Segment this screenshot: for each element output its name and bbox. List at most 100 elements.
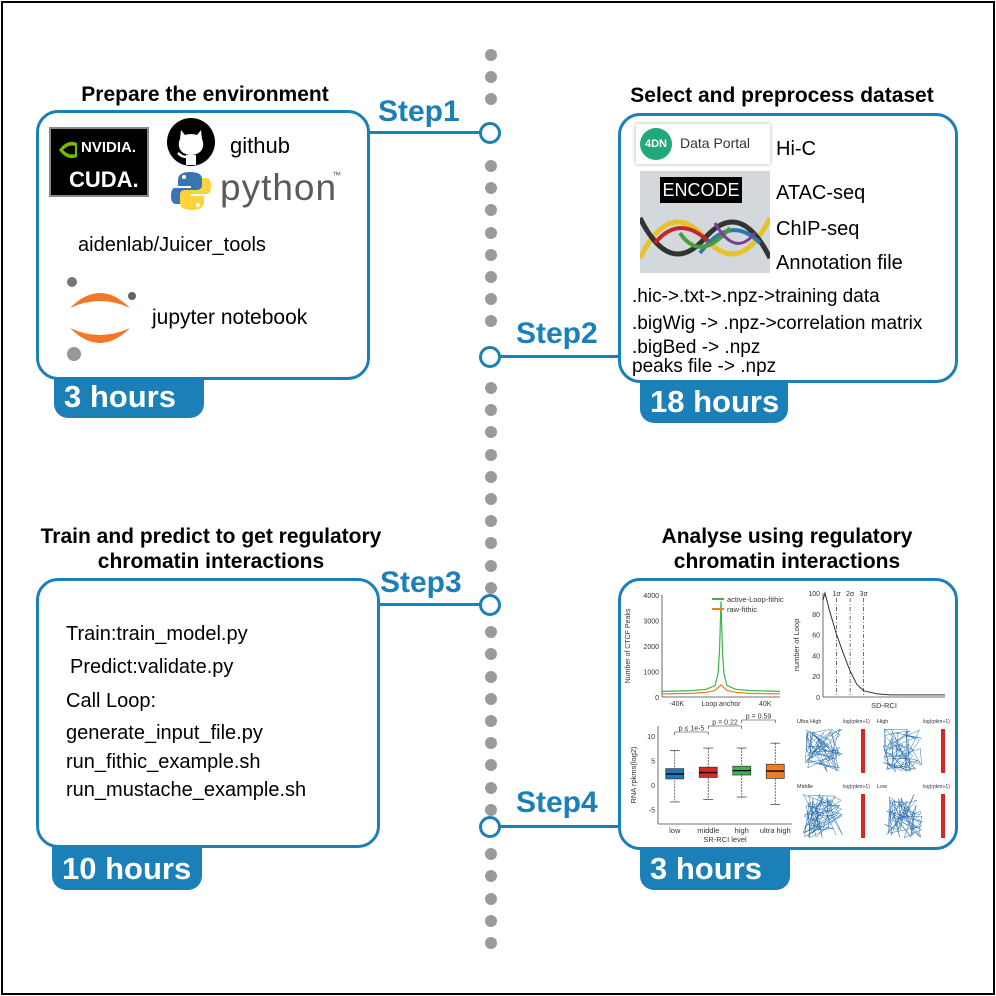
step3-label: Step3	[380, 566, 462, 599]
y-axis-label: RNA rpkms(log2)	[629, 746, 638, 804]
sigma-label: 1σ	[832, 591, 841, 598]
panel-title: Middle	[797, 784, 813, 790]
network-panels: Ultra High log(rpkm+1) High log(rpkm+1) Midd…	[795, 715, 955, 845]
jupyter-icon	[67, 277, 136, 361]
x-tick-label: middle	[697, 826, 719, 835]
step3-box	[36, 578, 380, 848]
nvidia-text: NVIDIA.	[81, 139, 137, 156]
x-tick-label: ultra high	[760, 826, 791, 835]
p-value-label: p = 0.59	[746, 714, 772, 721]
timeline-dot	[485, 404, 497, 417]
timeline-dot	[485, 382, 497, 394]
timeline-dot	[485, 160, 497, 172]
timeline-dot	[485, 182, 497, 195]
cmd-mustache: run_mustache_example.sh	[66, 779, 307, 801]
timeline-dot	[485, 315, 497, 328]
chromatin-network	[884, 793, 924, 839]
colorbar-label: log(rpkm+1)	[843, 719, 870, 725]
timeline-dot	[485, 470, 497, 483]
timeline-dot	[485, 715, 497, 727]
timeline-dot	[485, 914, 497, 927]
timeline-dot	[485, 515, 497, 528]
colorbar	[941, 729, 945, 773]
atac-seq-label: ATAC-seq	[776, 182, 866, 204]
cmd-fithic: run_fithic_example.sh	[66, 751, 261, 773]
step1-node	[479, 122, 501, 144]
x-axis-label: SR-RCI level	[703, 835, 747, 844]
timeline-dot	[485, 293, 497, 306]
pipeline-peaks: peaks file -> .npz	[632, 356, 777, 377]
encode-logo: ENCODE	[640, 171, 770, 273]
colorbar-label: log(rpkm+1)	[843, 784, 870, 790]
step1-connector	[370, 131, 484, 134]
series-line-active-loop-fithic	[661, 601, 781, 692]
panel-title: High	[877, 719, 888, 725]
y-tick-label: 60	[812, 633, 820, 640]
step2-node	[479, 346, 501, 368]
timeline-dot	[485, 248, 497, 261]
timeline-dot	[485, 537, 497, 550]
chip-seq-label: ChIP-seq	[776, 218, 860, 240]
panel-title: Low	[877, 784, 887, 790]
step3-duration: 10 hours	[62, 851, 192, 886]
step4-duration-badge: 3 hours	[640, 844, 790, 890]
nvidia-eye-icon	[59, 141, 77, 159]
legend-label: active-Loop-fithic	[727, 595, 784, 604]
step4-title-line2: chromatin interactions	[673, 550, 901, 573]
timeline-dot	[485, 271, 497, 283]
timeline-dot	[485, 670, 497, 683]
timeline-dot	[485, 71, 497, 84]
pipeline-bigwig: .bigWig -> .npz->correlation matrix	[632, 313, 923, 334]
chromatin-network	[802, 793, 843, 839]
panel-title: Ultra High	[797, 719, 821, 725]
timeline-dot	[485, 204, 497, 217]
step4-connector	[500, 825, 618, 828]
step3-title: Train and predict to get regulatory chro…	[6, 524, 416, 574]
y-tick-label: 80	[812, 612, 820, 619]
cmd-generate-input: generate_input_file.py	[66, 722, 263, 744]
step2-label: Step2	[516, 317, 598, 350]
github-label: github	[230, 133, 290, 158]
python-trademark: ™	[332, 170, 341, 180]
timeline-dot	[485, 49, 497, 61]
step2-title: Select and preprocess dataset	[630, 84, 934, 107]
timeline-dot	[485, 626, 497, 639]
juicer-tools-label: aidenlab/Juicer_tools	[78, 234, 266, 256]
annotation-file-label: Annotation file	[776, 252, 903, 274]
significance-bracket	[674, 731, 709, 735]
step3-title-line2: chromatin interactions	[97, 550, 325, 573]
series-line-loops	[822, 591, 945, 696]
timeline-dot	[485, 892, 497, 905]
cuda-text: CUDA.	[69, 167, 139, 192]
y-tick-label: 40	[812, 653, 820, 660]
x-tick-label: 40K	[759, 701, 772, 708]
colorbar	[861, 729, 865, 773]
pipeline-bigbed: .bigBed -> .npz	[632, 337, 761, 358]
significance-bracket	[707, 725, 743, 729]
timeline-dot	[485, 759, 497, 772]
y-axis-label: number of Loop	[792, 619, 801, 672]
step4-title-line1: Analyse using regulatory	[661, 525, 913, 548]
step1-title: Prepare the environment	[81, 83, 329, 106]
y-tick-label: 5	[651, 758, 655, 765]
y-axis-label: Number of CTCF Peaks	[625, 608, 632, 683]
step3-node	[479, 594, 501, 616]
nvidia-cuda-logo: NVIDIA. CUDA.	[49, 127, 149, 197]
p-value-label: p = 0.22	[712, 720, 738, 727]
y-tick-label: 100	[808, 591, 820, 598]
timeline-dot	[485, 226, 497, 239]
cmd-call-loop: Call Loop:	[66, 690, 157, 712]
timeline-dot	[485, 426, 497, 439]
x-axis-label: Loop anchor	[702, 701, 742, 708]
step1-label: Step1	[378, 95, 460, 128]
step3-connector	[380, 603, 484, 606]
step2-connector	[500, 355, 618, 358]
4dn-badge: 4DN	[640, 128, 672, 160]
python-wordmark: python	[220, 167, 338, 208]
y-tick-label: 2000	[643, 644, 659, 651]
timeline-dot	[485, 937, 497, 949]
python-icon	[171, 172, 211, 210]
